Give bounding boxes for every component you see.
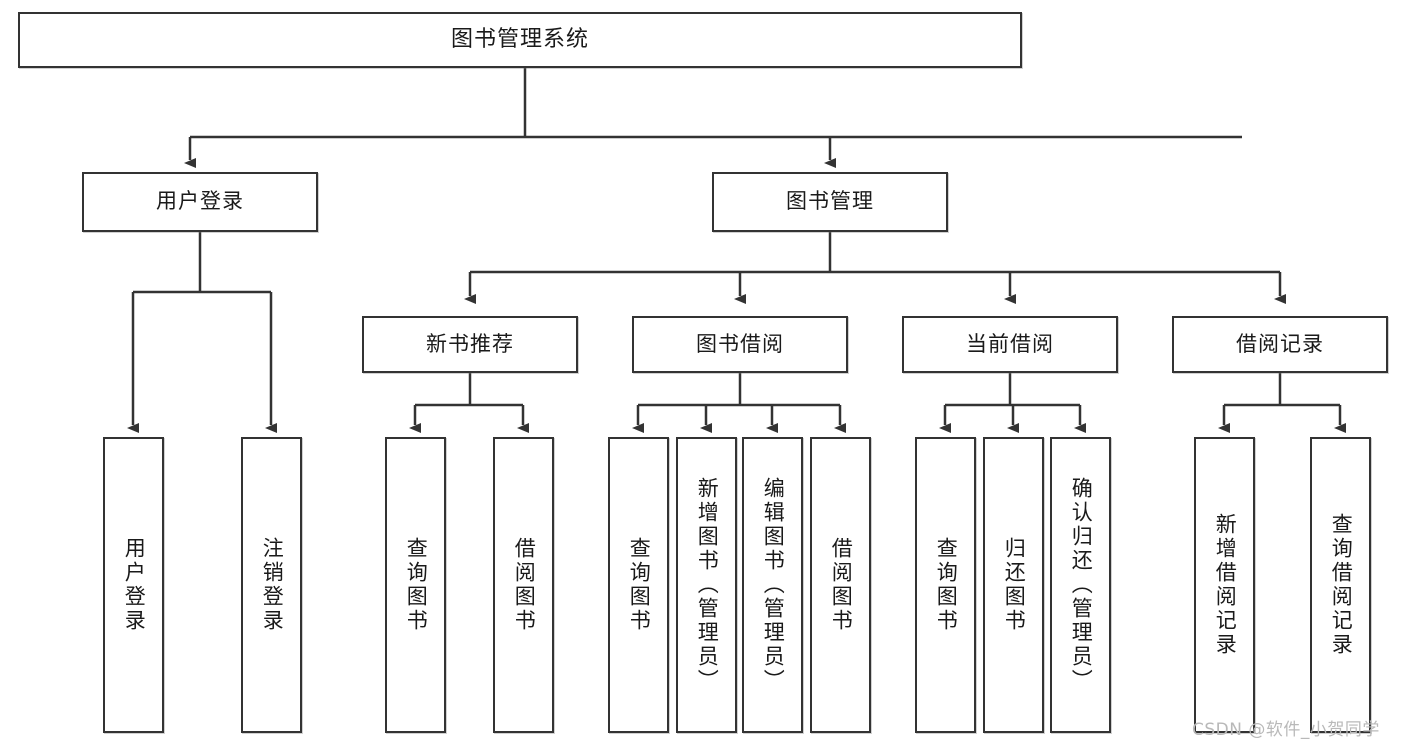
node-label: 新增借阅记录 xyxy=(1213,513,1238,657)
node-label: 查询图书 xyxy=(934,537,959,633)
node-leaf-add-book[interactable]: 新增图书（管理员） xyxy=(676,437,737,733)
node-label: 借阅记录 xyxy=(1236,331,1324,356)
csdn-watermark: CSDN @软件_小贺同学 xyxy=(1192,720,1380,740)
node-leaf-return-book[interactable]: 归还图书 xyxy=(983,437,1044,733)
node-book-manage[interactable]: 图书管理 xyxy=(712,172,948,232)
node-label: 图书借阅 xyxy=(696,331,784,356)
node-leaf-query-book-1[interactable]: 查询图书 xyxy=(385,437,446,733)
node-label: 借阅图书 xyxy=(829,537,854,633)
node-label: 查询图书 xyxy=(404,537,429,633)
node-label: 图书管理 xyxy=(786,189,874,214)
node-new-book-rec[interactable]: 新书推荐 xyxy=(362,316,578,373)
node-label: 用户登录 xyxy=(122,537,147,633)
node-leaf-query-book-2[interactable]: 查询图书 xyxy=(608,437,669,733)
node-label: 归还图书 xyxy=(1002,537,1027,633)
node-label: 注销登录 xyxy=(260,537,285,633)
node-label: 确认归还（管理员） xyxy=(1069,477,1094,693)
node-label: 用户登录 xyxy=(156,189,244,214)
node-leaf-query-book-3[interactable]: 查询图书 xyxy=(915,437,976,733)
node-current-borrow[interactable]: 当前借阅 xyxy=(902,316,1118,373)
node-label: 图书管理系统 xyxy=(450,26,589,52)
node-label: 编辑图书（管理员） xyxy=(761,477,786,693)
node-leaf-edit-book[interactable]: 编辑图书（管理员） xyxy=(742,437,803,733)
node-root-system[interactable]: 图书管理系统 xyxy=(18,12,1022,68)
node-user-login[interactable]: 用户登录 xyxy=(82,172,318,232)
node-leaf-confirm-return[interactable]: 确认归还（管理员） xyxy=(1050,437,1111,733)
node-leaf-user-login[interactable]: 用户登录 xyxy=(103,437,164,733)
node-label: 新增图书（管理员） xyxy=(695,477,720,693)
node-label: 新书推荐 xyxy=(426,331,514,356)
node-leaf-logout-login[interactable]: 注销登录 xyxy=(241,437,302,733)
node-leaf-add-record[interactable]: 新增借阅记录 xyxy=(1194,437,1255,733)
node-borrow-record[interactable]: 借阅记录 xyxy=(1172,316,1388,373)
node-leaf-borrow-book-2[interactable]: 借阅图书 xyxy=(810,437,871,733)
node-book-borrow[interactable]: 图书借阅 xyxy=(632,316,848,373)
node-leaf-query-record[interactable]: 查询借阅记录 xyxy=(1310,437,1371,733)
node-label: 借阅图书 xyxy=(512,537,537,633)
node-label: 查询借阅记录 xyxy=(1329,513,1354,657)
node-label: 查询图书 xyxy=(627,537,652,633)
node-leaf-borrow-book-1[interactable]: 借阅图书 xyxy=(493,437,554,733)
node-label: 当前借阅 xyxy=(966,331,1054,356)
